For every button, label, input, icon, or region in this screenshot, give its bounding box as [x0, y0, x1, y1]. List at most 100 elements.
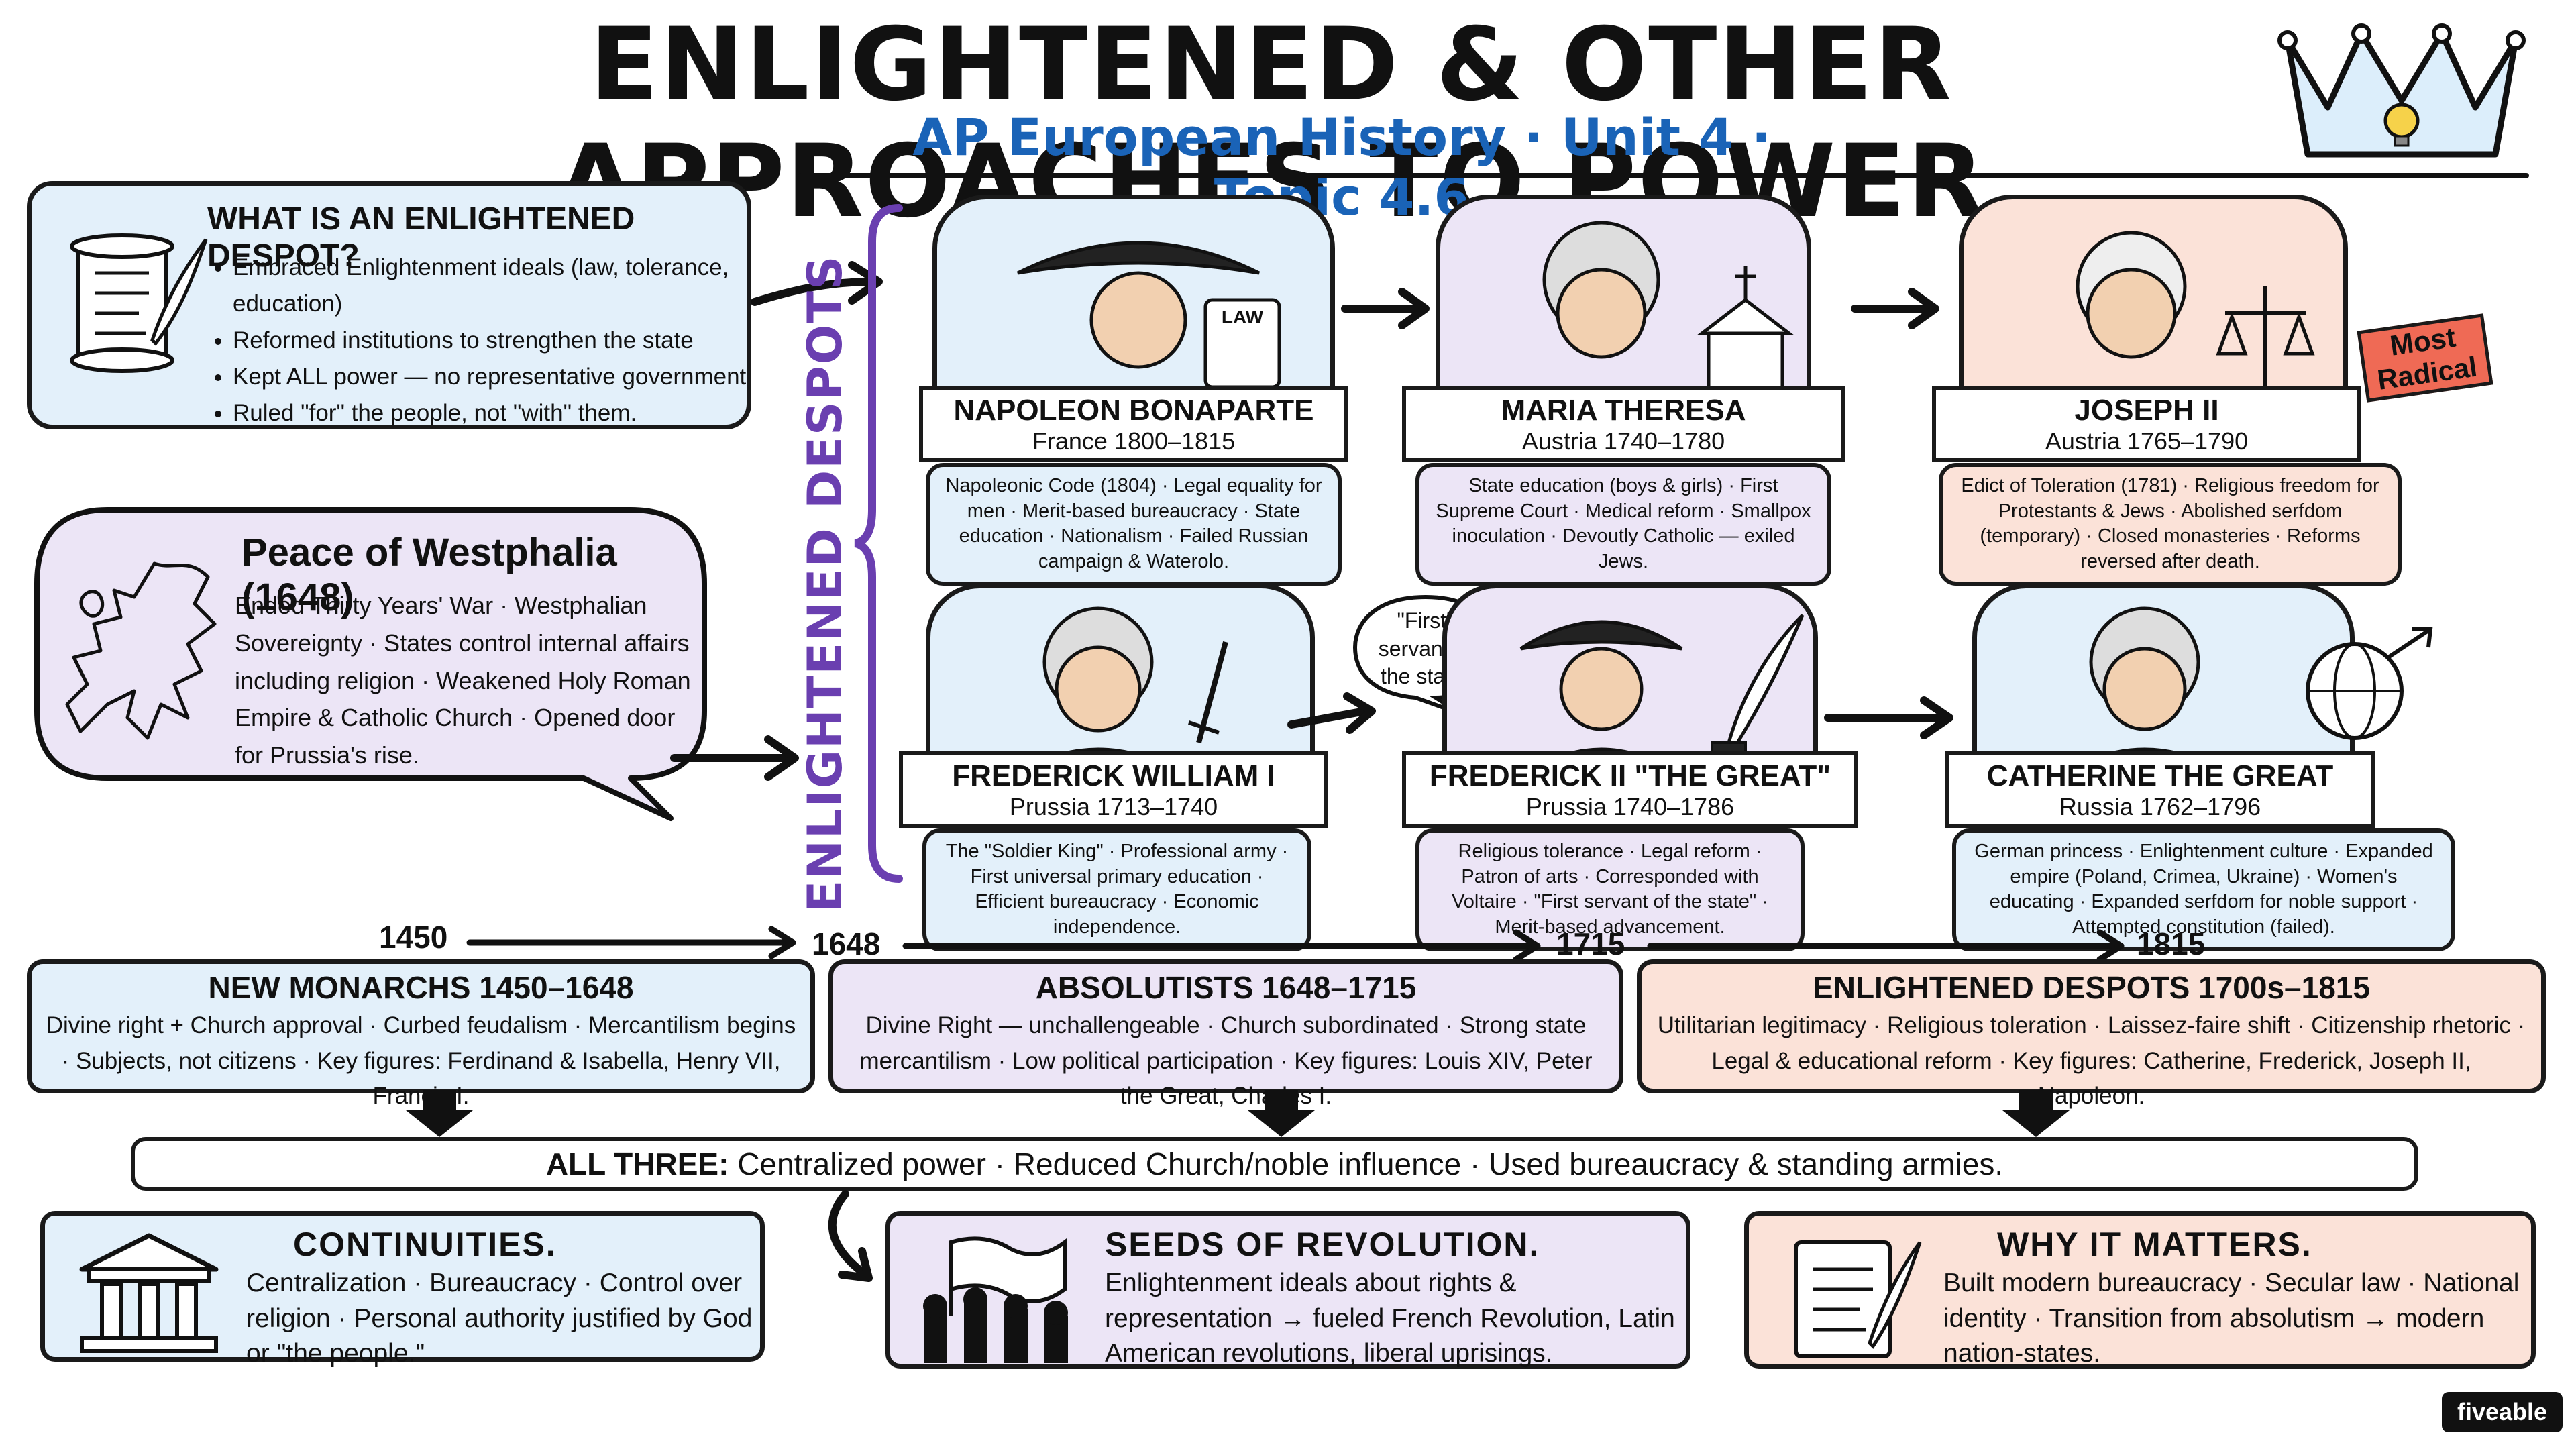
page-title: ENLIGHTENED & OTHER APPROACHES TO POWER	[556, 7, 1986, 240]
despots-bracket	[852, 201, 906, 885]
temple-icon	[72, 1229, 226, 1356]
figure-dates: Russia 1762–1796	[2059, 793, 2261, 820]
figure-card-catherine: CATHERINE THE GREAT Russia 1762–1796 Ger…	[1945, 584, 2455, 951]
scroll-quill-icon	[52, 219, 213, 380]
figure-banner: FREDERICK WILLIAM I Prussia 1713–1740	[899, 751, 1328, 828]
westphalia-heading: Peace of Westphalia (1648)	[241, 531, 617, 619]
joseph-ii-portrait-icon	[2055, 231, 2315, 411]
continuities-box: CONTINUITIES. Centralization · Bureaucra…	[40, 1211, 765, 1368]
figure-dates: Austria 1765–1790	[2045, 427, 2249, 455]
frederick-william-portrait-icon	[1024, 606, 1228, 767]
figure-card-frederick-william-i: FREDERICK WILLIAM I Prussia 1713–1740 Th…	[899, 584, 1342, 951]
maria-theresa-portrait-icon	[1525, 221, 1794, 411]
arrow-right-icon	[1824, 691, 1959, 745]
arrow-right-icon	[1287, 691, 1382, 745]
list-item: Embraced Enlightenment ideals (law, tole…	[233, 250, 751, 323]
figure-dates: France 1800–1815	[1032, 427, 1236, 455]
why-body: Built modern bureaucracy · Secular law ·…	[1943, 1269, 2520, 1368]
figure-card-napoleon: LAW NAPOLEON BONAPARTE France 1800–1815 …	[919, 195, 1348, 586]
figure-name: NAPOLEON BONAPARTE	[953, 394, 1314, 427]
why-heading: WHY IT MATTERS.	[1997, 1226, 2312, 1263]
curved-arrow-icon	[805, 1187, 899, 1295]
despot-definition-heading: WHAT IS AN ENLIGHTENED DESPOT?	[207, 201, 635, 274]
figure-banner: CATHERINE THE GREAT Russia 1762–1796	[1945, 751, 2375, 828]
napoleon-portrait-icon	[1016, 241, 1281, 411]
figure-name: CATHERINE THE GREAT	[1986, 759, 2334, 792]
crown-lightbulb-icon	[2274, 13, 2529, 168]
all-three-label: ALL THREE:	[545, 1146, 729, 1181]
figure-name: FREDERICK II "THE GREAT"	[1429, 759, 1831, 792]
frederick-ii-portrait-icon	[1519, 614, 1805, 767]
portrait-panel: LAW	[932, 195, 1335, 416]
seeds-body: Enlightenment ideals about rights & repr…	[1105, 1269, 1675, 1368]
figure-dates: Prussia 1713–1740	[1009, 793, 1218, 820]
figure-banner: NAPOLEON BONAPARTE France 1800–1815	[919, 386, 1348, 462]
figure-card-frederick-ii: FREDERICK II "THE GREAT" Prussia 1740–17…	[1402, 584, 1858, 951]
seeds-of-revolution-box: SEEDS OF REVOLUTION. Enlightenment ideal…	[885, 1211, 1690, 1368]
arrow-right-icon	[1341, 282, 1436, 335]
timeline-year: 1450	[379, 920, 448, 955]
westphalia-body: Ended Thirty Years' War · Westphalian So…	[235, 592, 691, 769]
timeline-year: 1815	[2137, 926, 2206, 961]
figure-card-joseph-ii: Most Radical JOSEPH II Austria 1765–1790…	[1932, 195, 2493, 586]
era-box-enlightened-despots: ENLIGHTENED DESPOTS 1700s–1815 Utilitari…	[1637, 959, 2546, 1109]
timeline-year: 1715	[1556, 926, 1625, 961]
timeline-arrows	[466, 926, 2125, 963]
era-box-absolutists: ABSOLUTISTS 1648–1715 Divine Right — unc…	[828, 959, 1623, 1109]
list-item: Kept ALL power — no representative gover…	[233, 359, 751, 395]
figure-description: State education (boys & girls) · First S…	[1415, 463, 1831, 586]
portrait-panel	[1442, 584, 1818, 771]
figure-banner: FREDERICK II "THE GREAT" Prussia 1740–17…	[1402, 751, 1858, 828]
down-arrows	[406, 1090, 2070, 1137]
figure-name: MARIA THERESA	[1501, 394, 1746, 427]
figure-description: Edict of Toleration (1781) · Religious f…	[1939, 463, 2402, 586]
era-heading: ENLIGHTENED DESPOTS 1700s–1815	[1813, 970, 2370, 1005]
continuities-body: Centralization · Bureaucracy · Control o…	[246, 1269, 753, 1368]
globe-icon	[2294, 624, 2442, 745]
title-underline	[798, 173, 2529, 178]
document-quill-icon	[1776, 1229, 1923, 1363]
why-it-matters-box: WHY IT MATTERS. Built modern bureaucracy…	[1744, 1211, 2536, 1368]
all-three-summary: ALL THREE: Centralized power · Reduced C…	[131, 1137, 2418, 1191]
timeline: 1450 1648 1715 1815	[0, 919, 2576, 966]
arrow-right-icon	[751, 255, 885, 335]
europe-map-icon	[54, 550, 235, 758]
despot-definition-box: WHAT IS AN ENLIGHTENED DESPOT? Embraced …	[27, 181, 751, 429]
era-body: Divine Right — unchallengeable · Church …	[859, 1012, 1593, 1109]
era-box-new-monarchs: NEW MONARCHS 1450–1648 Divine right + Ch…	[27, 959, 815, 1109]
raised-fists-flag-icon	[910, 1229, 1078, 1363]
arrow-right-icon	[670, 731, 805, 785]
figure-name: FREDERICK WILLIAM I	[952, 759, 1275, 792]
figure-description: The "Soldier King" · Professional army ·…	[922, 828, 1311, 951]
despots-vertical-label: ENLIGHTENED DESPOTS	[798, 254, 853, 913]
figure-dates: Prussia 1740–1786	[1525, 793, 1735, 820]
figure-banner: JOSEPH II Austria 1765–1790	[1932, 386, 2361, 462]
continuities-heading: CONTINUITIES.	[293, 1226, 557, 1263]
law-scroll-label: LAW	[1221, 307, 1264, 327]
seeds-heading: SEEDS OF REVOLUTION.	[1105, 1226, 1540, 1263]
most-radical-tag: Most Radical	[2357, 313, 2493, 402]
timeline-year: 1648	[812, 926, 881, 961]
era-heading: NEW MONARCHS 1450–1648	[208, 970, 634, 1005]
era-heading: ABSOLUTISTS 1648–1715	[1035, 970, 1417, 1005]
arrow-right-icon	[1851, 282, 1945, 335]
portrait-panel	[926, 584, 1315, 771]
figure-description: Napoleonic Code (1804) · Legal equality …	[926, 463, 1342, 586]
figure-description: German princess · Enlightenment culture …	[1952, 828, 2455, 951]
list-item: Ruled "for" the people, not "with" them.	[233, 395, 751, 431]
westphalia-speech-bubble: Peace of Westphalia (1648) Ended Thirty …	[27, 503, 724, 825]
era-body: Divine right + Church approval · Curbed …	[46, 1012, 796, 1109]
portrait-panel	[1436, 195, 1811, 416]
figure-card-maria-theresa: MARIA THERESA Austria 1740–1780 State ed…	[1402, 195, 1845, 586]
all-three-text: Centralized power · Reduced Church/noble…	[737, 1146, 2004, 1181]
era-body: Utilitarian legitimacy · Religious toler…	[1657, 1012, 2526, 1109]
figure-dates: Austria 1740–1780	[1521, 427, 1725, 455]
fiveable-logo: fiveable	[2442, 1392, 2563, 1432]
despot-definition-list: Embraced Enlightenment ideals (law, tole…	[207, 250, 751, 431]
figure-name: JOSEPH II	[2074, 394, 2219, 427]
list-item: Reformed institutions to strengthen the …	[233, 323, 751, 359]
portrait-panel	[1959, 195, 2348, 416]
figure-banner: MARIA THERESA Austria 1740–1780	[1402, 386, 1845, 462]
figure-description: Religious tolerance · Legal reform · Pat…	[1415, 828, 1805, 951]
